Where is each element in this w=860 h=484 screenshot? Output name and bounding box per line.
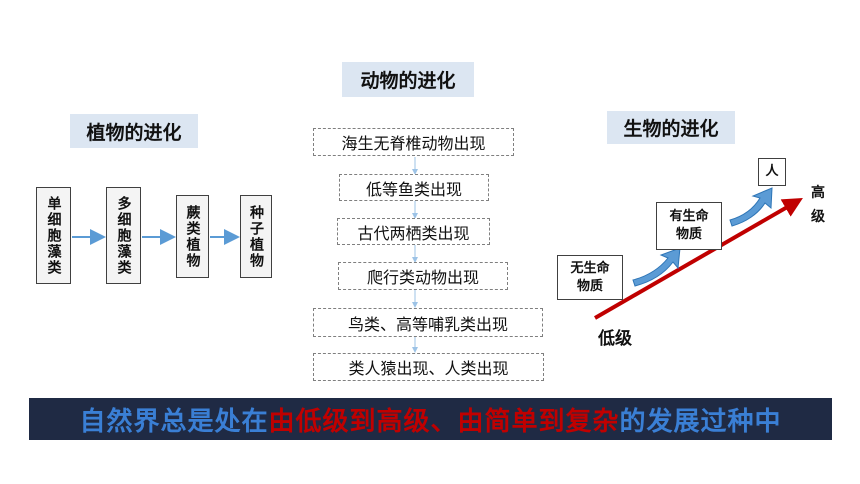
banner-text-highlight: 由低级到高级、由简单到复杂 bbox=[268, 406, 620, 437]
animal-stage-birds-mammals: 鸟类、高等哺乳类出现 bbox=[313, 308, 543, 337]
curved-arrow-icon bbox=[729, 187, 773, 227]
living-matter-box: 有生命 物质 bbox=[656, 202, 722, 250]
animal-stage-apes-humans: 类人猿出现、人类出现 bbox=[313, 353, 544, 381]
life-evolution-title: 生物的进化 bbox=[607, 111, 735, 144]
banner-text-part1: 自然界总是处在 bbox=[79, 406, 269, 437]
nonliving-matter-box: 无生命 物质 bbox=[557, 255, 623, 300]
animal-evolution-title: 动物的进化 bbox=[342, 62, 474, 97]
plant-stage-ferns: 蕨类植物 bbox=[176, 195, 209, 278]
plant-flow-arrows bbox=[72, 229, 240, 245]
rising-arrow-icon bbox=[594, 198, 803, 320]
human-box: 人 bbox=[758, 158, 786, 186]
life-evolution-graphic bbox=[594, 187, 803, 320]
plant-evolution-title: 植物的进化 bbox=[70, 114, 198, 148]
low-level-label: 低级 bbox=[598, 329, 632, 349]
animal-stage-reptiles: 爬行类动物出现 bbox=[338, 262, 508, 290]
animal-stage-lower-fish: 低等鱼类出现 bbox=[339, 174, 489, 201]
curved-arrow-icon bbox=[632, 247, 681, 287]
animal-stage-ancient-amphibians: 古代两栖类出现 bbox=[337, 218, 490, 245]
plant-stage-seed-plants: 种子植物 bbox=[240, 195, 272, 278]
high-level-label: 高 级 bbox=[811, 185, 825, 225]
plant-stage-unicellular-algae: 单细胞藻类 bbox=[36, 187, 71, 284]
plant-stage-multicellular-algae: 多细胞藻类 bbox=[106, 187, 141, 284]
conclusion-banner: 自然界总是处在由低级到高级、由简单到复杂的发展过种中 bbox=[29, 398, 832, 440]
banner-text-part3: 的发展过种中 bbox=[619, 406, 782, 437]
animal-stage-marine-invertebrates: 海生无脊椎动物出现 bbox=[313, 128, 514, 156]
animal-flow-arrows bbox=[412, 157, 418, 353]
